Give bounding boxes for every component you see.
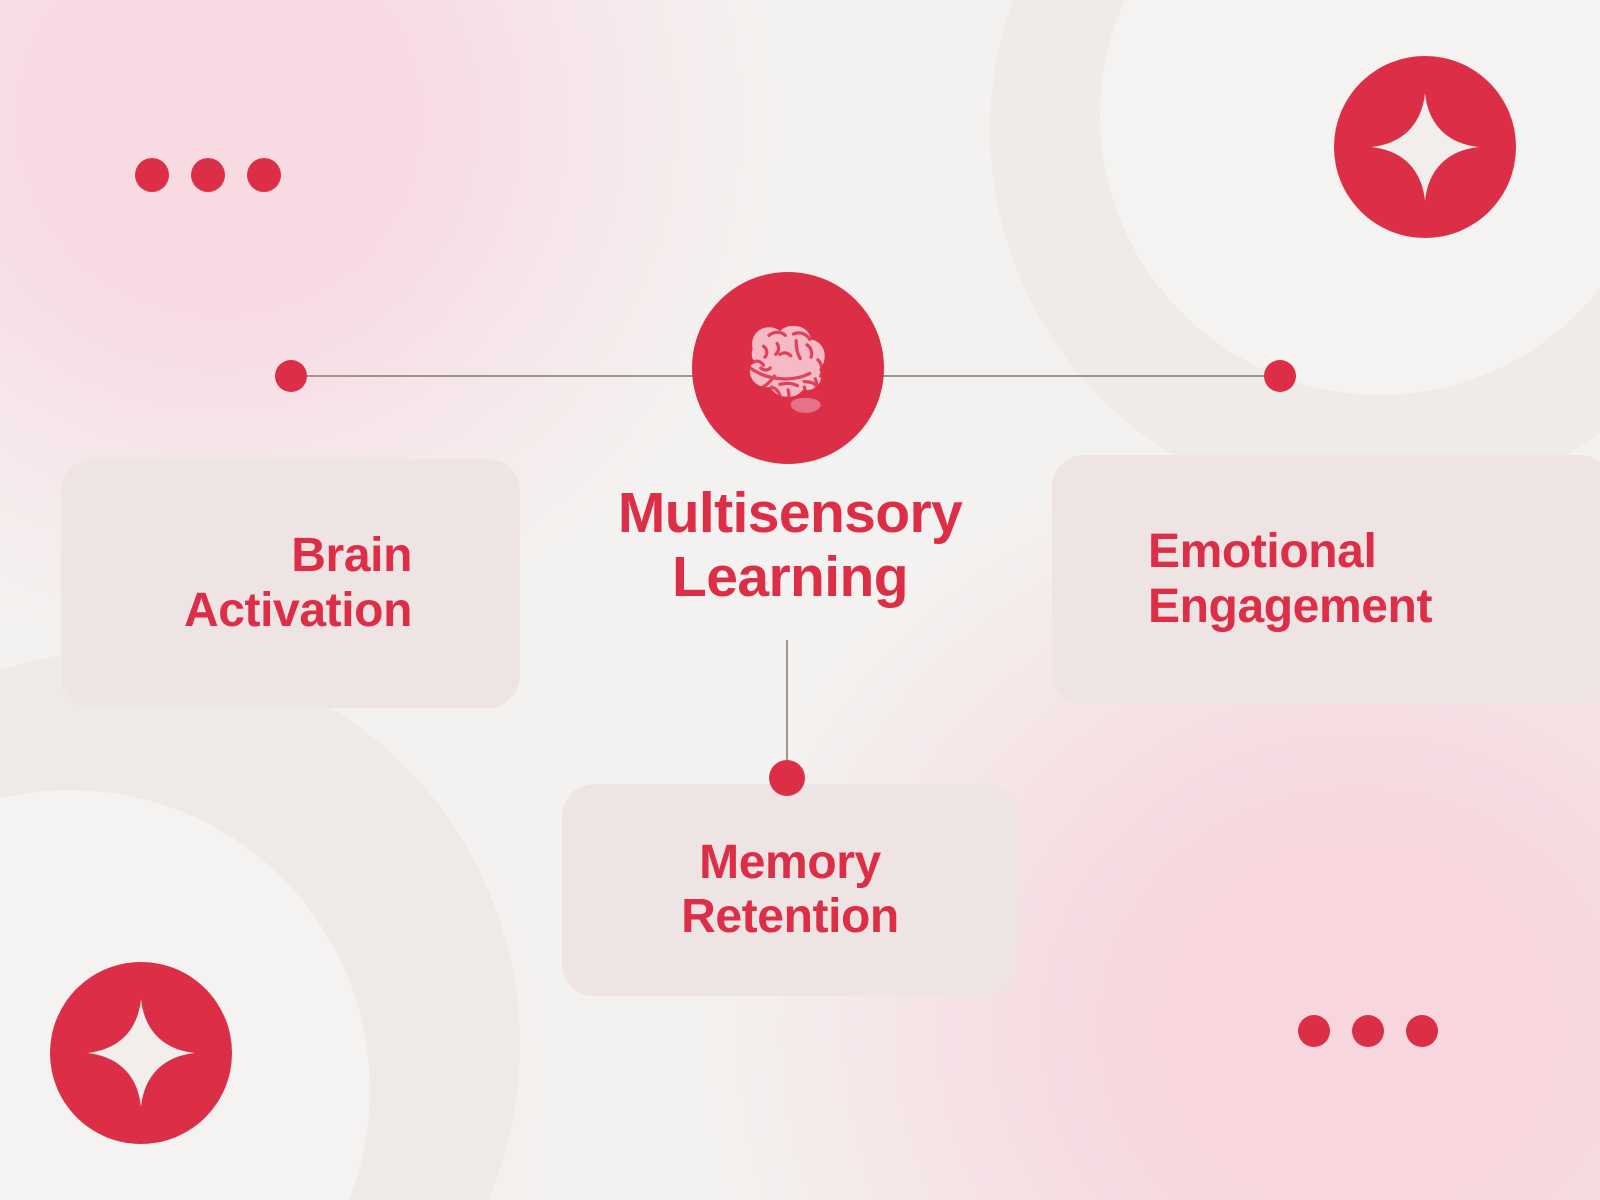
node-card-emotional-engagement[interactable]: Emotional Engagement <box>1052 455 1600 704</box>
connector-dot-bottom <box>769 760 805 796</box>
brain-icon <box>720 300 856 436</box>
decorative-dots-bottom-right <box>1298 1015 1438 1047</box>
decorative-dot <box>191 158 225 192</box>
connector-dot-left <box>275 360 307 392</box>
sparkle-star-icon <box>1369 91 1481 203</box>
node-label-memory-retention: Memory Retention <box>681 835 899 943</box>
node-label-brain-activation: Brain Activation <box>183 529 412 637</box>
sparkle-badge-top-right <box>1334 56 1516 238</box>
center-hub[interactable] <box>692 272 884 464</box>
center-title: Multisensory Learning <box>617 481 963 609</box>
decorative-dot <box>247 158 281 192</box>
decorative-dot <box>1406 1015 1438 1047</box>
decorative-dot <box>1352 1015 1384 1047</box>
node-card-memory-retention[interactable]: Memory Retention <box>562 784 1018 996</box>
sparkle-badge-bottom-left <box>50 962 232 1144</box>
decorative-dot <box>135 158 169 192</box>
sparkle-star-icon <box>85 997 197 1109</box>
connector-dot-right <box>1264 360 1296 392</box>
node-label-emotional-engagement: Emotional Engagement <box>1148 525 1433 633</box>
node-card-brain-activation[interactable]: Brain Activation <box>61 459 520 708</box>
decorative-dots-top-left <box>135 158 281 192</box>
connector-line-vertical <box>786 640 788 780</box>
decorative-dot <box>1298 1015 1330 1047</box>
